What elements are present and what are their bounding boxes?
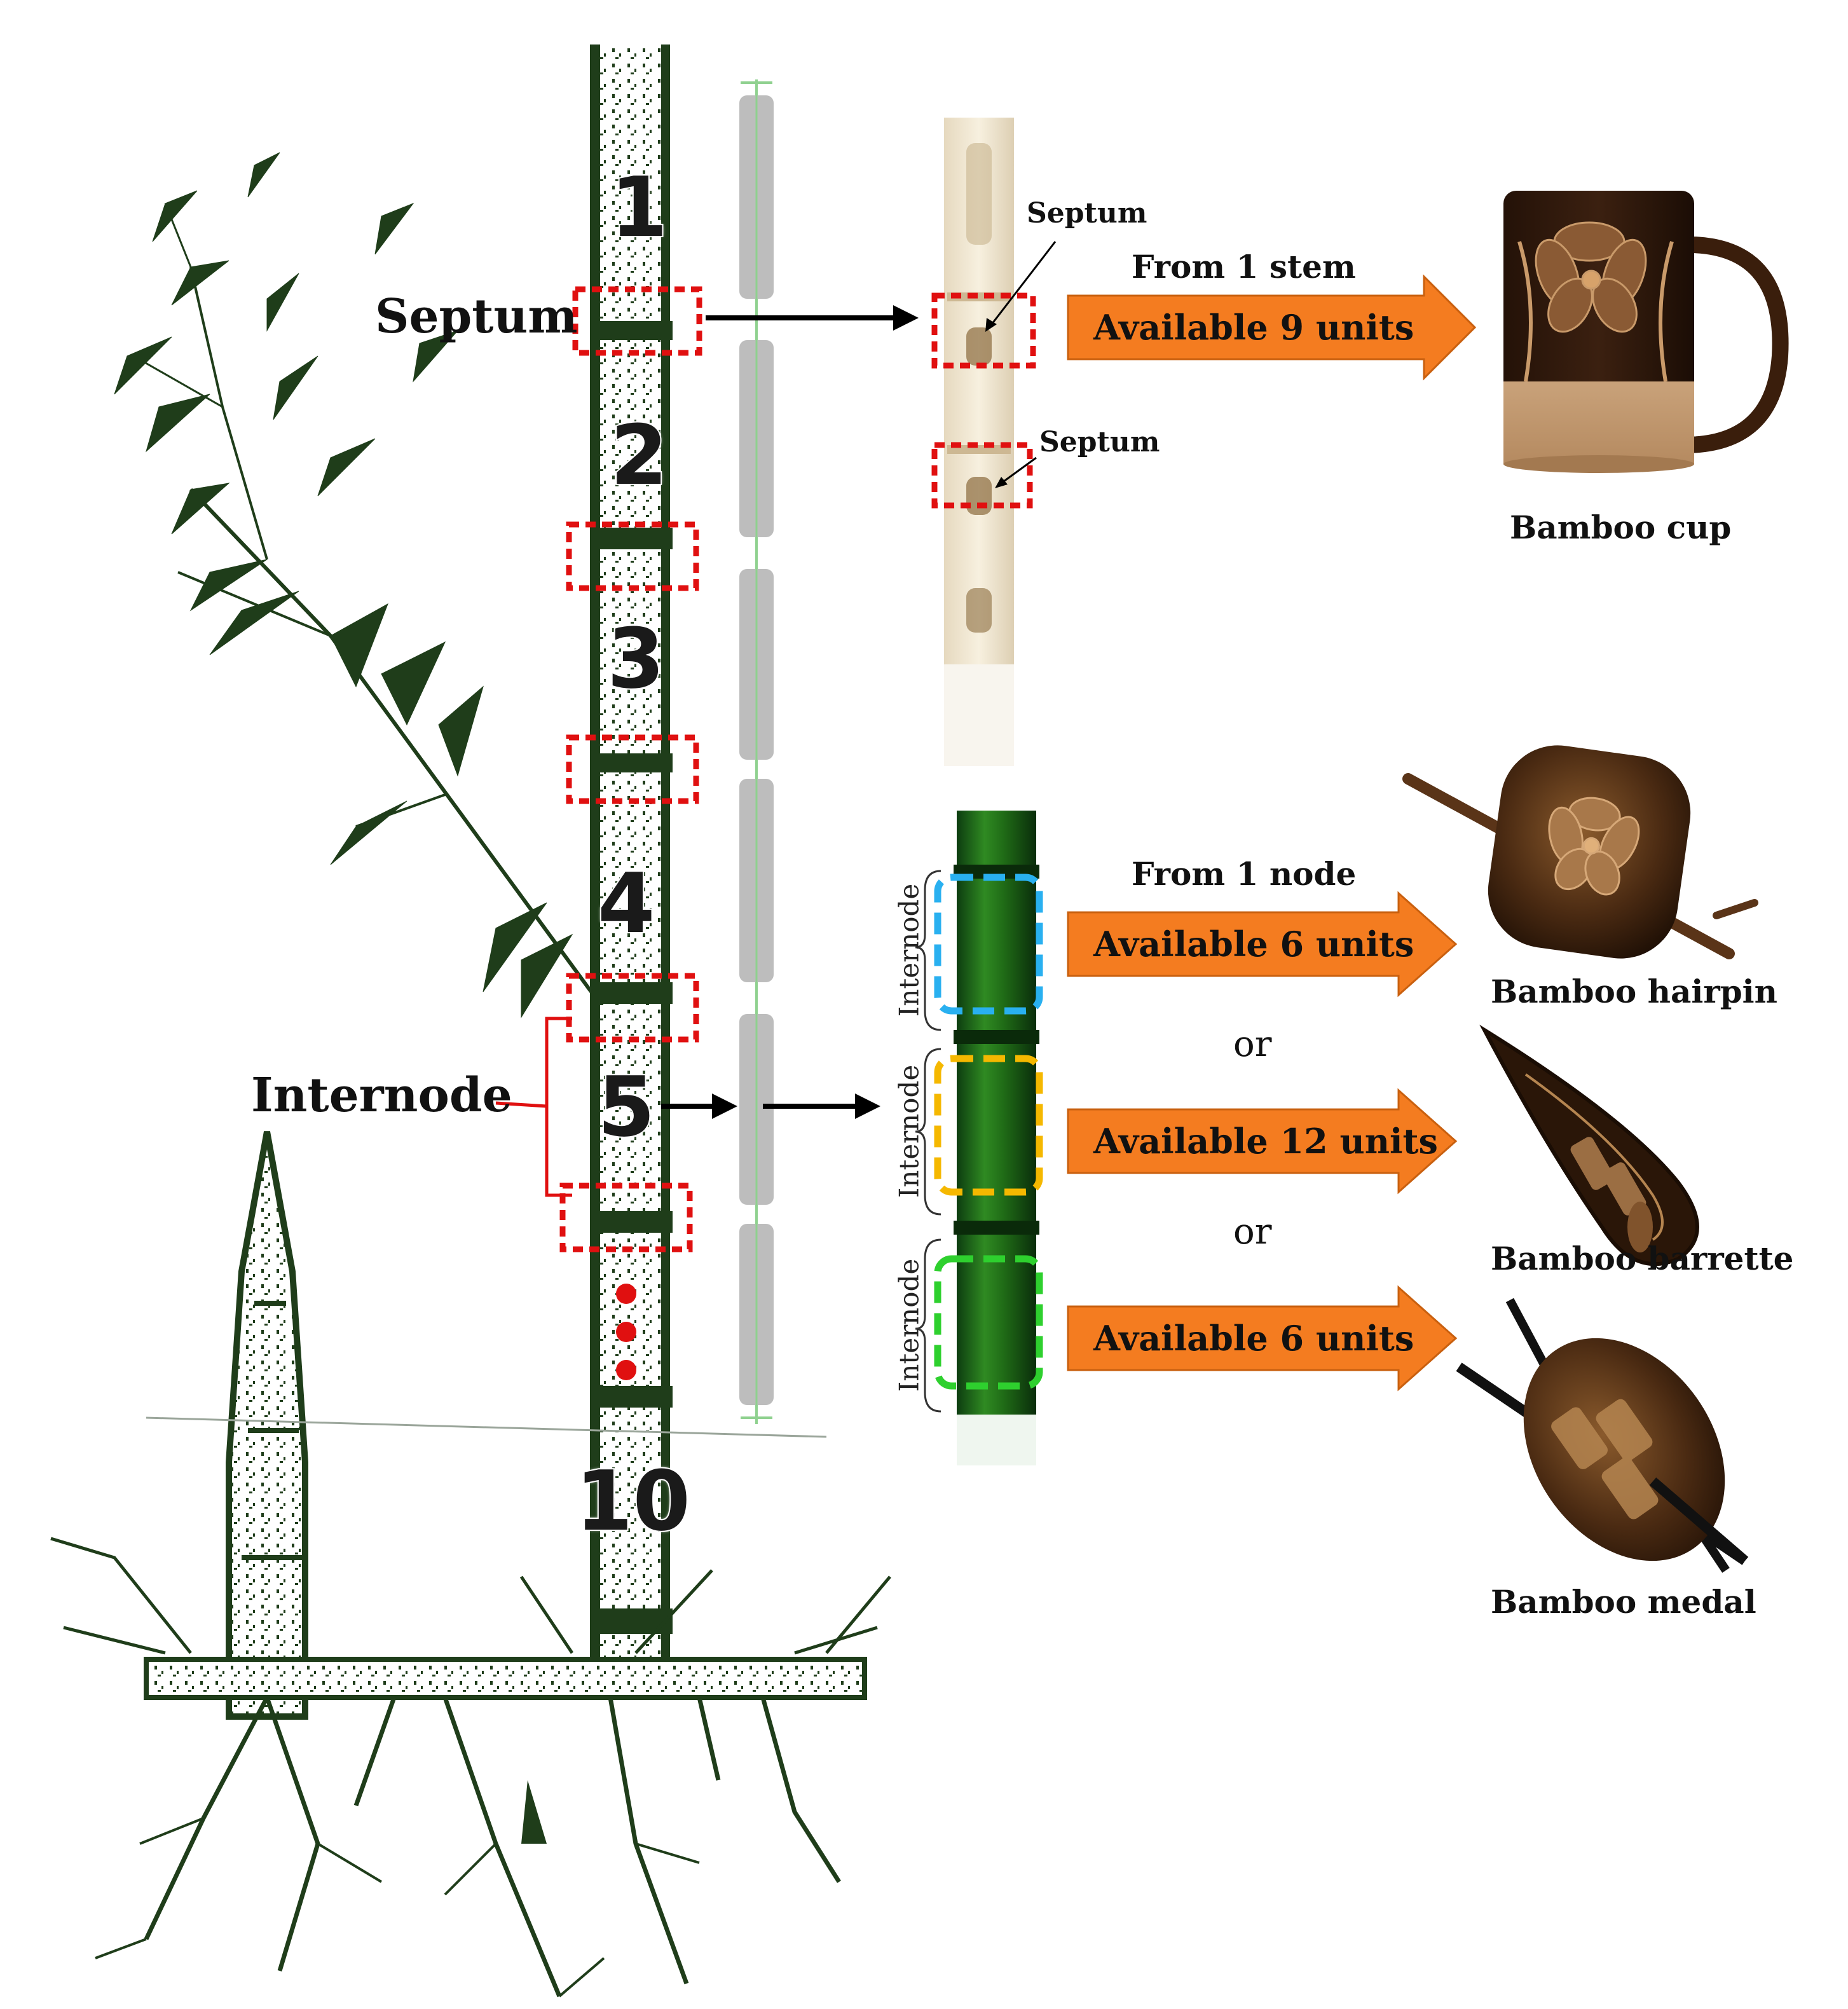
internode-braces	[915, 870, 941, 1413]
bamboo-stem-sketch	[590, 45, 673, 1666]
septum-small-label-1: Septum	[1027, 197, 1147, 230]
bamboo-barrette-label: Bamboo barrette	[1491, 1240, 1794, 1277]
rhizome-roots-sketch	[50, 1416, 891, 1998]
stem-septum-boxes	[559, 286, 702, 1252]
bamboo-cup-image	[1503, 191, 1789, 473]
internode-vertical-label-3: Internode	[893, 1258, 925, 1392]
bamboo-hairpin-image	[1402, 745, 1758, 959]
septum-label: Septum	[375, 289, 578, 344]
segment-number-2: 2	[609, 406, 669, 505]
bamboo-cup-label: Bamboo cup	[1510, 509, 1732, 546]
or-separator-2: or	[1233, 1211, 1272, 1252]
node-arrow-1: Available 6 units	[1068, 912, 1414, 976]
node-arrow-3-text: Available 6 units	[1093, 1318, 1414, 1359]
cut-stem-septum-boxes	[931, 292, 1036, 509]
internode-vertical-label-1: Internode	[893, 883, 925, 1017]
node-arrow-2-text: Available 12 units	[1093, 1121, 1438, 1162]
internode-dashed-boxes	[934, 874, 1043, 1390]
stem-arrow: Available 9 units	[1068, 296, 1424, 359]
orange-arrows	[1067, 274, 1477, 1392]
node-arrow-3: Available 6 units	[1068, 1306, 1414, 1370]
bamboo-shoot-sketch	[226, 1131, 547, 1844]
or-separator-1: or	[1233, 1024, 1272, 1065]
from-stem-heading: From 1 stem	[1132, 248, 1356, 285]
node-arrow-1-text: Available 6 units	[1093, 924, 1414, 964]
septum-pointers	[985, 241, 1057, 488]
bamboo-medal-image	[1456, 1298, 1749, 1573]
from-node-heading: From 1 node	[1132, 855, 1357, 893]
internode-bracket	[495, 1017, 572, 1197]
segment-bars	[739, 79, 774, 1424]
bamboo-barrette-image	[1479, 1024, 1699, 1266]
bamboo-medal-label: Bamboo medal	[1491, 1583, 1756, 1621]
bamboo-hairpin-label: Bamboo hairpin	[1491, 973, 1778, 1010]
segment-number-1: 1	[609, 158, 669, 257]
continuation-dots	[616, 1284, 636, 1380]
segment-number-4: 4	[596, 854, 656, 953]
internode-vertical-label-2: Internode	[893, 1064, 925, 1198]
green-node-photo	[954, 811, 1039, 1465]
segment-number-3: 3	[606, 609, 666, 708]
cut-stem-photo	[944, 118, 1014, 766]
internode-label: Internode	[251, 1068, 512, 1123]
black-arrows	[661, 305, 919, 1119]
segment-number-5: 5	[596, 1057, 656, 1156]
bamboo-branch-leaves	[114, 152, 593, 1018]
septum-small-label-2: Septum	[1039, 426, 1160, 458]
stem-arrow-text: Available 9 units	[1093, 307, 1414, 348]
segment-number-10: 10	[574, 1451, 692, 1551]
node-arrow-2: Available 12 units	[1068, 1109, 1438, 1173]
